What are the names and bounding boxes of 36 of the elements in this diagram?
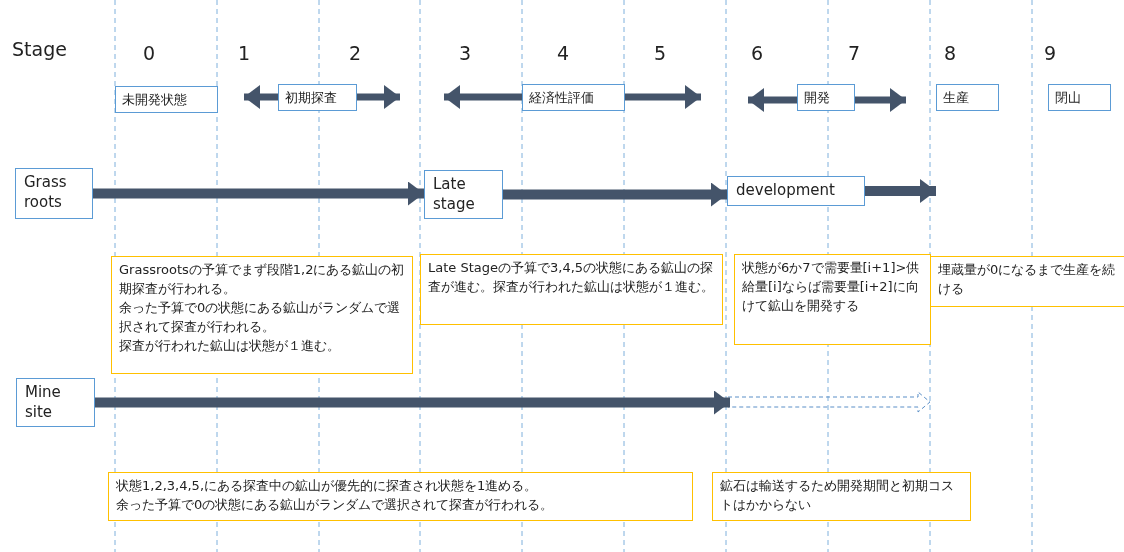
- arrow: [503, 182, 727, 207]
- stage-number: 9: [1044, 42, 1057, 64]
- phase-box: development: [727, 176, 865, 206]
- note-box: [111, 256, 413, 374]
- stage-number: 6: [751, 42, 764, 64]
- stage-box: 初期探査: [278, 84, 357, 111]
- stage-number: 3: [459, 42, 472, 64]
- stage-box: 生産: [936, 84, 999, 111]
- note-text: 余った予算で0の状態にある鉱山がランダムで選択されて探査が行われる。: [119, 299, 402, 336]
- stage-number: 8: [944, 42, 957, 64]
- stage-number: 4: [557, 42, 570, 64]
- stage-box: 経済性評価: [522, 84, 625, 111]
- note-text: Grassrootsの予算でまず段階1,2にある鉱山の初期探査が行われる。: [119, 261, 405, 298]
- stage-box: 閉山: [1048, 84, 1111, 111]
- stage-number: 0: [143, 42, 156, 64]
- note-box: 状態が6か7で需要量[i+1]>供給量[i]ならば需要量[i+2]に向けて鉱山を開発する: [734, 254, 931, 345]
- note-box: [108, 472, 693, 521]
- arrow: [95, 390, 730, 415]
- stage-box: 開発: [797, 84, 855, 111]
- note-box: 埋蔵量が0になるまで生産を続ける: [930, 256, 1124, 307]
- stage-number: 1: [238, 42, 251, 64]
- phase-box: Mine site: [16, 378, 95, 427]
- note-text: 状態1,2,3,4,5,にある探査中の鉱山が優先的に探査され状態を1進める。: [116, 477, 539, 495]
- stage-number: 2: [349, 42, 362, 64]
- axis-title: Stage: [12, 38, 67, 60]
- stage-box: 未開発状態: [115, 86, 218, 113]
- phase-box: Late stage: [424, 170, 503, 219]
- note-text: 余った予算で0の状態にある鉱山がランダムで選択されて探査が行われる。: [116, 496, 555, 514]
- stage-number: 7: [848, 42, 861, 64]
- phase-box: Grass roots: [15, 168, 93, 219]
- stage-number: 5: [654, 42, 667, 64]
- note-text: 探査が行われた鉱山は状態が１進む。: [119, 337, 341, 355]
- note-box: 鉱石は輸送するため開発期間と初期コストはかからない: [712, 472, 971, 521]
- note-box: Late Stageの予算で3,4,5の状態にある鉱山の探査が進む。探査が行われた鉱山は状態が１進む。: [420, 254, 723, 325]
- arrow: [865, 179, 936, 203]
- arrow: [93, 181, 424, 206]
